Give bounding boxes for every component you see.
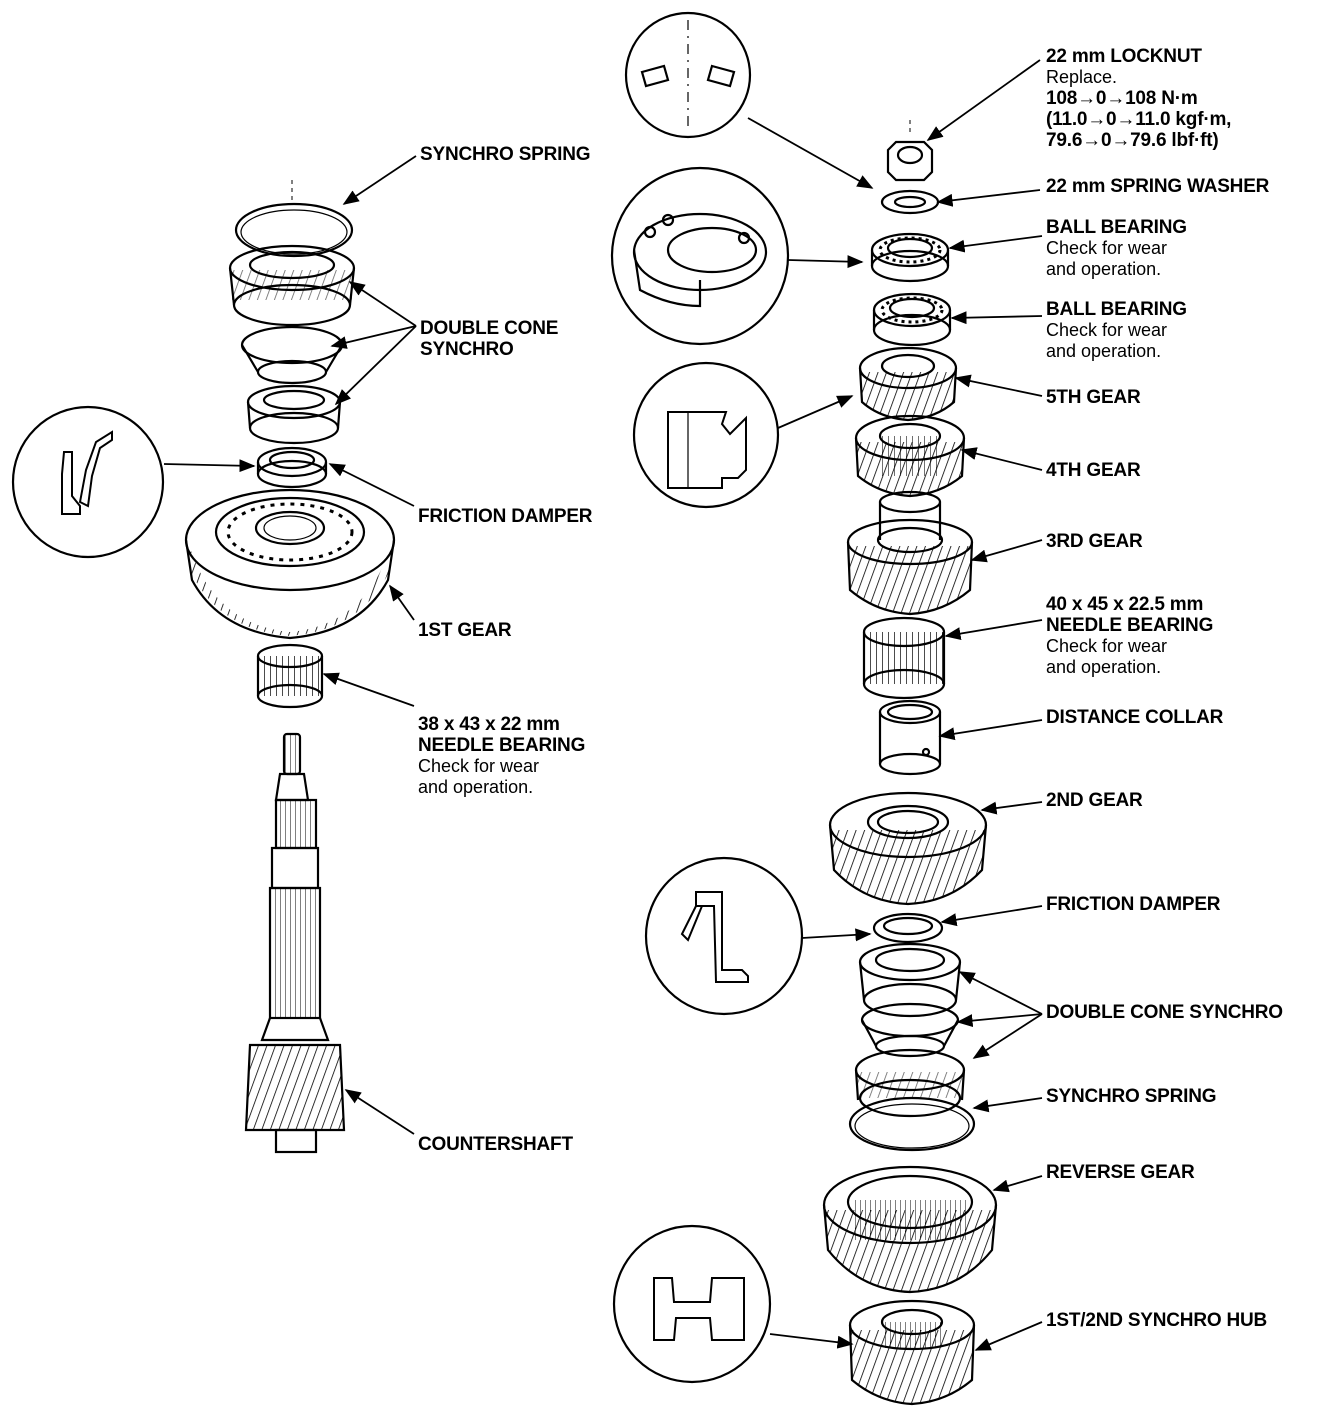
right-reverse-gear	[822, 1165, 998, 1294]
label-text: FRICTION DAMPER	[418, 506, 593, 527]
label-left-first-gear: 1ST GEAR	[418, 620, 512, 641]
label-text: FRICTION DAMPER	[1046, 894, 1221, 915]
label-third-gear: 3RD GEAR	[1046, 531, 1143, 552]
left-friction-damper	[256, 446, 328, 489]
detail-circle-fifth-gear-tooth	[632, 361, 780, 509]
label-right-double-cone-synchro: DOUBLE CONE SYNCHRO	[1046, 1002, 1283, 1023]
label-text: SYNCHRO SPRING	[420, 144, 591, 165]
label-text: SYNCHRO	[420, 339, 514, 360]
right-synchro-inner-ring	[858, 942, 962, 1018]
label-left-synchro-spring: SYNCHRO SPRING	[420, 144, 591, 165]
right-second-gear	[828, 791, 988, 906]
right-synchro-spring	[848, 1096, 976, 1152]
left-synchro-inner-ring	[246, 384, 342, 445]
right-ball-bearing-upper	[870, 232, 950, 283]
detail-circle-locknut	[624, 11, 752, 139]
right-spring-washer	[880, 189, 940, 215]
label-right-friction-damper: FRICTION DAMPER	[1046, 894, 1221, 915]
label-ball-bearing-upper: BALL BEARING Check for wear and operatio…	[1046, 217, 1187, 280]
label-text: DISTANCE COLLAR	[1046, 707, 1224, 728]
label-size: 40 x 45 x 22.5 mm	[1046, 594, 1204, 615]
label-text: DOUBLE CONE SYNCHRO	[1046, 1002, 1283, 1023]
label-text: 1ST/2ND SYNCHRO HUB	[1046, 1310, 1268, 1331]
right-fourth-gear	[854, 414, 966, 498]
label-note: Check for wear	[1046, 636, 1168, 656]
label-note: Check for wear	[418, 756, 540, 776]
right-synchro-outer-ring	[854, 1048, 966, 1118]
label-name: NEEDLE BEARING	[418, 735, 586, 756]
left-synchro-outer-ring	[228, 244, 356, 327]
right-third-gear	[846, 490, 974, 616]
detail-circle-ball-bearing	[610, 166, 790, 346]
label-distance-collar: DISTANCE COLLAR	[1046, 707, 1223, 728]
label-ball-bearing-lower: BALL BEARING Check for wear and operatio…	[1046, 299, 1187, 362]
detail-circle-synchro-hub	[612, 1224, 772, 1384]
label-synchro-hub: 1ST/2ND SYNCHRO HUB	[1046, 1310, 1267, 1331]
right-synchro-hub	[848, 1299, 976, 1406]
label-right-needle-bearing: 40 x 45 x 22.5 mm NEEDLE BEARING Check f…	[1046, 594, 1213, 678]
label-name: BALL BEARING	[1046, 217, 1187, 238]
label-note: Replace.	[1046, 67, 1118, 87]
label-countershaft: COUNTERSHAFT	[418, 1134, 573, 1155]
label-text: DOUBLE CONE	[420, 318, 559, 339]
label-right-synchro-spring: SYNCHRO SPRING	[1046, 1086, 1217, 1107]
label-fourth-gear: 4TH GEAR	[1046, 460, 1141, 481]
label-left-needle-bearing: 38 x 43 x 22 mm NEEDLE BEARING Check for…	[418, 714, 585, 798]
label-note: and operation.	[1046, 657, 1162, 677]
left-countershaft	[244, 732, 346, 1154]
label-note: and operation.	[1046, 259, 1162, 279]
label-note: Check for wear	[1046, 320, 1168, 340]
label-text: REVERSE GEAR	[1046, 1162, 1195, 1183]
label-left-friction-damper: FRICTION DAMPER	[418, 506, 593, 527]
label-left-double-cone-synchro: DOUBLE CONE SYNCHRO	[420, 318, 558, 360]
label-note: and operation.	[418, 777, 534, 797]
label-text: 4TH GEAR	[1046, 460, 1141, 481]
label-name: 22 mm LOCKNUT	[1046, 46, 1202, 67]
label-text: 22 mm SPRING WASHER	[1046, 176, 1270, 197]
right-locknut	[886, 140, 934, 182]
left-first-gear	[184, 488, 396, 640]
leader-lines	[163, 59, 1043, 1351]
label-name: NEEDLE BEARING	[1046, 615, 1214, 636]
label-size: 38 x 43 x 22 mm	[418, 714, 560, 735]
label-text: 2ND GEAR	[1046, 790, 1143, 811]
right-needle-bearing	[862, 616, 946, 700]
label-text: SYNCHRO SPRING	[1046, 1086, 1217, 1107]
label-note: and operation.	[1046, 341, 1162, 361]
detail-circle-friction-damper-right	[644, 856, 804, 1016]
right-friction-damper	[872, 912, 944, 944]
left-needle-bearing	[256, 643, 324, 709]
label-text: COUNTERSHAFT	[418, 1134, 573, 1155]
left-synchro-spring	[234, 202, 354, 258]
detail-circle-friction-damper-left	[11, 405, 165, 559]
label-torque: (11.0→0→11.0 kgf·m,	[1046, 109, 1232, 130]
label-torque: 79.6→0→79.6 lbf·ft)	[1046, 130, 1219, 151]
right-fifth-gear	[858, 346, 958, 422]
label-text: 1ST GEAR	[418, 620, 512, 641]
label-fifth-gear: 5TH GEAR	[1046, 387, 1141, 408]
label-note: Check for wear	[1046, 238, 1168, 258]
label-spring-washer: 22 mm SPRING WASHER	[1046, 176, 1269, 197]
label-second-gear: 2ND GEAR	[1046, 790, 1143, 811]
label-text: 5TH GEAR	[1046, 387, 1141, 408]
left-synchro-cone	[240, 325, 344, 385]
label-name: BALL BEARING	[1046, 299, 1187, 320]
label-text: 3RD GEAR	[1046, 531, 1143, 552]
right-ball-bearing-lower	[872, 292, 952, 347]
right-distance-collar	[878, 699, 942, 776]
label-locknut: 22 mm LOCKNUT Replace. 108→0→108 N·m (11…	[1046, 46, 1231, 151]
label-reverse-gear: REVERSE GEAR	[1046, 1162, 1195, 1183]
label-torque: 108→0→108 N·m	[1046, 88, 1198, 109]
